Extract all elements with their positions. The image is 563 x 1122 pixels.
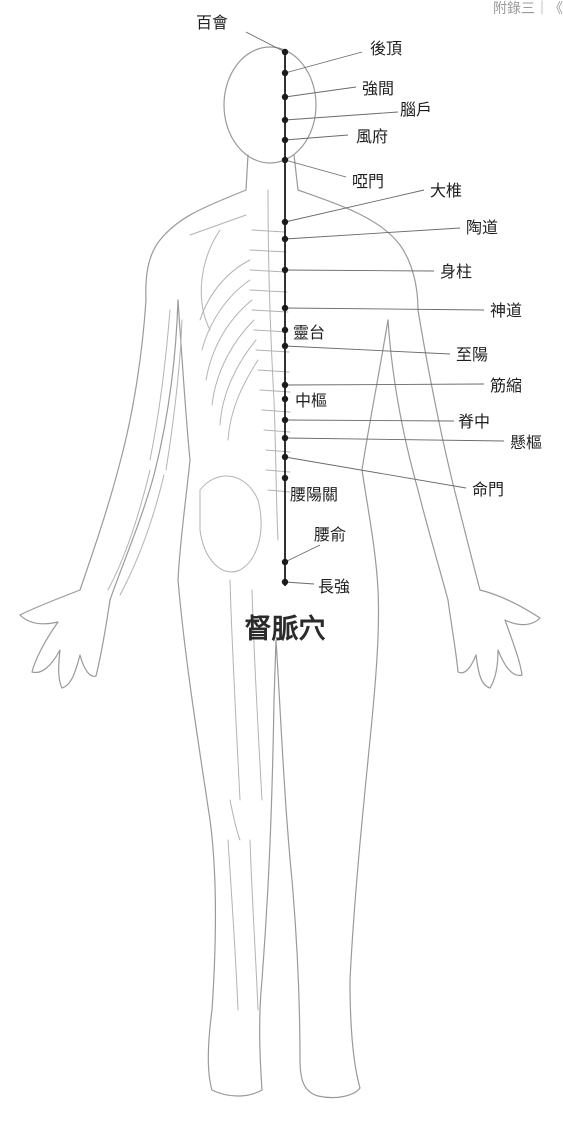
leader-line-jizhong [284,419,455,422]
acupoint-label-yaoshu: 腰俞 [314,525,346,544]
acupoint-label-baihui: 百會 [196,13,228,32]
acupoint-label-shendao: 神道 [490,301,522,320]
acupoint-label-changqiang: 長強 [318,577,350,596]
right-arm-outline [387,309,481,601]
acupoint-label-zhiyang: 至陽 [456,345,488,364]
acupoint-label-dazhui: 大椎 [430,181,462,200]
arm-bones [107,309,183,596]
acupoint-dot-baihui [281,48,289,56]
leader-line-mingmen [284,456,467,489]
acupoint-dot-shenzhu [281,266,289,274]
scapula [189,214,247,331]
acupoint-dot-yaoyangguan [281,474,289,482]
leader-line-houding [284,51,363,74]
acupoint-dot-shendao [281,304,289,312]
acupoint-label-taodao: 陶道 [466,218,498,237]
acupoint-label-zhongshu: 中樞 [295,391,327,410]
neck-outline [245,154,299,191]
right-hand-outline [447,589,541,689]
acupoint-label-jizhong: 脊中 [458,412,490,431]
leader-line-qiangjian [284,86,357,98]
left-arm-outline [79,299,179,601]
leader-line-fengfu [284,134,349,141]
leader-line-jinsuo [284,383,485,386]
leader-line-xuanshu [284,437,505,442]
leader-line-zhiyang [284,345,451,355]
acupoint-dot-naohu [281,116,289,124]
leader-line-baihui [245,31,286,53]
leader-line-yaoshu [284,544,321,563]
acupoint-label-fengfu: 風府 [356,127,388,146]
acupoint-dot-yamen [281,156,289,164]
acupoint-dot-xuanshu [281,434,289,442]
tibia-bone [227,799,259,1011]
body-outline [19,46,541,1099]
acupoint-label-lingtai: 靈台 [293,323,325,342]
femur-bone [229,579,263,801]
leader-line-dazhui [284,189,425,223]
acupoint-label-yamen: 啞門 [352,172,384,191]
acupoint-dot-houding [281,69,289,77]
leader-lines [245,31,505,585]
acupoint-label-houding: 後頂 [370,39,402,58]
leader-line-yamen [284,159,347,178]
acupoint-dot-zhongshu [281,395,289,403]
leader-line-shendao [284,307,485,311]
skeleton [107,189,291,1011]
figure-title: 督脈穴 [245,614,326,645]
ribs [199,259,259,441]
acupoint-dots [281,48,289,586]
head-outline [223,46,317,164]
acupoint-dot-fengfu [281,136,289,144]
left-hand-outline [19,589,111,689]
acupoint-dot-zhiyang [281,342,289,350]
leader-line-shenzhu [284,269,435,272]
leader-line-changqiang [284,581,315,585]
acupoint-label-naohu: 腦戶 [400,100,432,119]
page-header: 附錄三｜《 [493,1,563,17]
leader-line-naohu [284,111,399,121]
pelvis-bone [199,475,262,573]
leader-line-taodao [284,227,461,240]
acupoint-label-jinsuo: 筋縮 [490,376,522,395]
legs-outline [177,579,380,1099]
acupoint-dot-jinsuo [281,381,289,389]
acupoint-label-shenzhu: 身柱 [440,262,472,281]
hips-outline [177,299,389,591]
acupoint-dot-changqiang [281,578,289,586]
acupoint-label-yaoyangguan: 腰陽關 [290,485,338,504]
acupoint-dot-qiangjian [281,93,289,101]
acupoint-dot-mingmen [281,453,289,461]
acupoint-dot-yaoshu [281,558,289,566]
acupoint-dot-taodao [281,235,289,243]
acupoint-label-xuanshu: 懸樞 [510,433,542,452]
vertebrae [249,229,291,493]
acupoint-label-qiangjian: 強間 [362,79,394,98]
acupoint-dot-lingtai [281,326,289,334]
torso-outline [145,189,419,311]
acupoint-dot-jizhong [281,416,289,424]
spine-bone [267,189,279,541]
acupoint-dot-dazhui [281,218,289,226]
acupoint-label-mingmen: 命門 [472,480,504,499]
